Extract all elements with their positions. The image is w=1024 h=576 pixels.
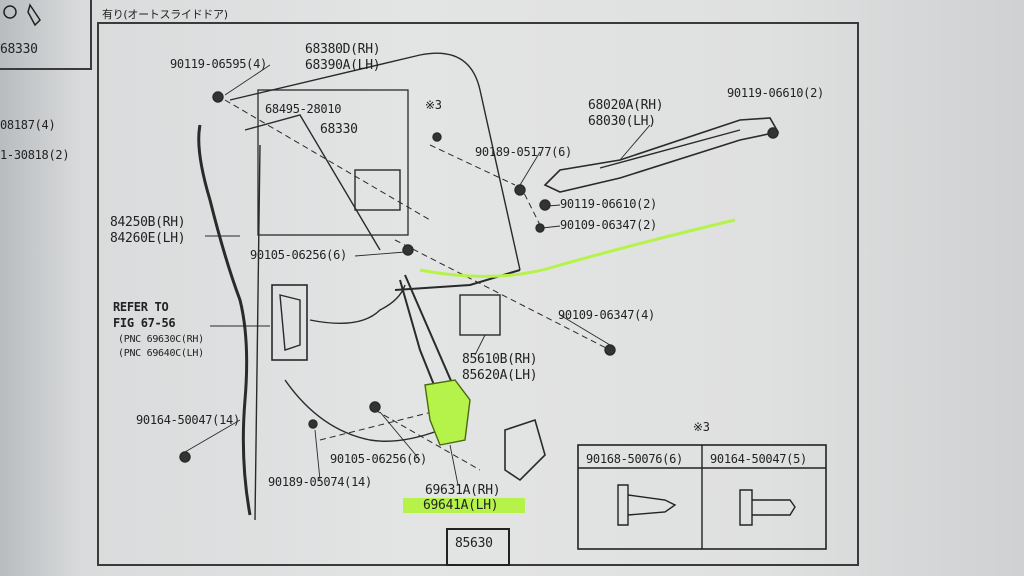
part-label: 90119-06610(2)	[560, 197, 657, 211]
highlighted-part-label: 69641A(LH)	[403, 498, 525, 513]
part-label: 90119-06610(2)	[727, 86, 824, 100]
upper-rail	[543, 117, 780, 193]
drive-motor	[504, 418, 546, 482]
part-label: (PNC 69640C(LH)	[118, 348, 204, 359]
part-label: (PNC 69630C(RH)	[118, 334, 204, 345]
screw-head-1	[617, 484, 629, 526]
part-label: REFER TO	[113, 300, 169, 314]
part-label: 85620A(LH)	[462, 368, 538, 383]
inset-mark: ※3	[693, 420, 710, 434]
inset-motor-box	[257, 89, 409, 236]
part-label: 84250B(RH)	[110, 215, 186, 230]
part-label: 84260E(LH)	[110, 231, 186, 246]
part-label: 90119-06595(4)	[170, 57, 267, 71]
corner-part-number: 68330	[0, 42, 38, 57]
part-label: FIG 67-56	[113, 316, 176, 330]
door-outline	[229, 52, 521, 271]
part-label: 85610B(RH)	[462, 352, 538, 367]
part-label: 68390A(LH)	[305, 58, 381, 73]
previous-figure-frame	[0, 0, 92, 70]
assembly-number-box	[446, 528, 510, 566]
part-label: 90105-06256(6)	[250, 248, 347, 262]
screw-icon	[3, 3, 41, 27]
header-note: 有り(オートスライドドア)	[102, 8, 228, 21]
part-label: 68330	[320, 122, 358, 137]
inset-column-2: 90164-50047(5)	[710, 452, 807, 466]
part-label: 90105-06256(6)	[330, 452, 427, 466]
highlighted-cable	[419, 218, 736, 278]
part-label: 90164-50047(14)	[136, 413, 240, 427]
part-label: 69631A(RH)	[425, 483, 501, 498]
left-edge-label-1: 08187(4)	[0, 118, 56, 132]
part-label: 85630	[455, 536, 493, 551]
part-label: 68380D(RH)	[305, 42, 381, 57]
part-label: 90109-06347(2)	[560, 218, 657, 232]
left-edge-label-2: 1-30818(2)	[0, 148, 70, 162]
part-label: 90109-06347(4)	[558, 308, 655, 322]
part-label: 68020A(RH)	[588, 98, 664, 113]
part-label: 90189-05177(6)	[475, 145, 572, 159]
part-label: 68030(LH)	[588, 114, 656, 129]
closer-motor	[354, 169, 401, 211]
part-label: ※3	[425, 98, 442, 112]
slide-motor	[459, 294, 501, 336]
part-label: 90189-05074(14)	[268, 475, 372, 489]
highlighted-regulator-bracket	[424, 379, 471, 446]
part-label: 68495-28010	[265, 102, 342, 116]
inset-column-1: 90168-50076(6)	[586, 452, 683, 466]
screw-head-2	[739, 489, 753, 526]
weatherstrip	[197, 124, 252, 516]
door-lock-assembly	[271, 284, 308, 361]
